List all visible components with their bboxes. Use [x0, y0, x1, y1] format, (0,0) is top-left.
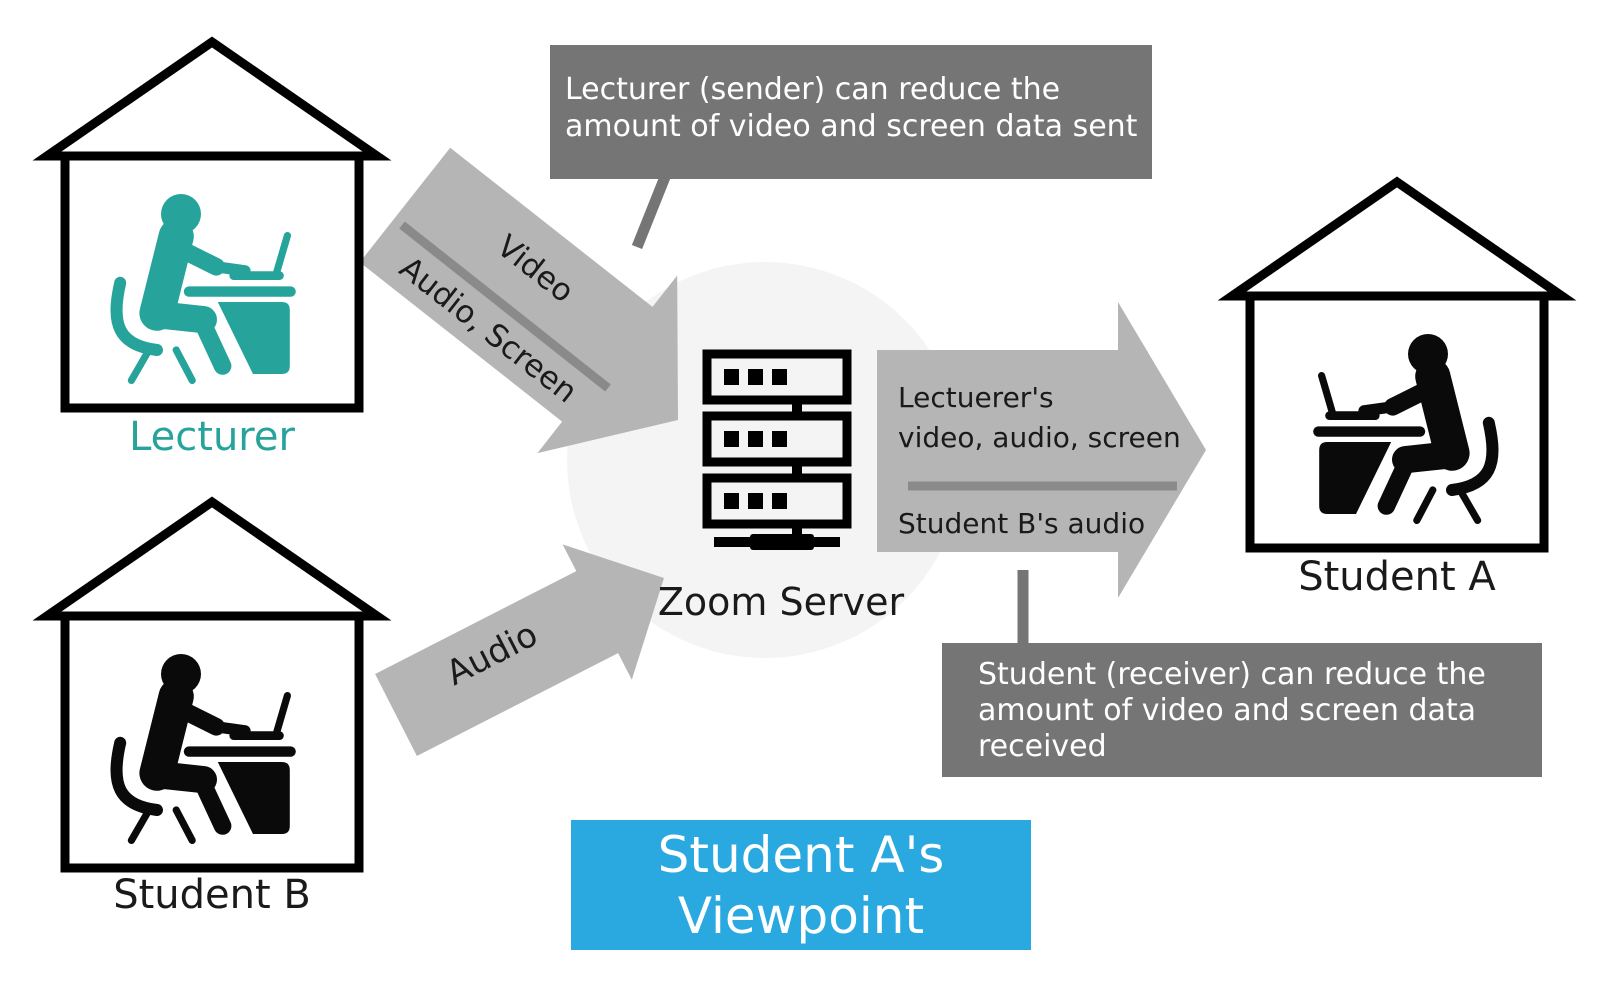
arrow-lecturer-to-server [359, 147, 678, 454]
receiver-callout-line1: Student (receiver) can reduce the [978, 657, 1486, 692]
studentb-label: Student B [113, 872, 311, 918]
sender-callout: Lecturer (sender) can reduce the amount … [550, 45, 1152, 179]
studenta-label: Student A [1298, 554, 1496, 600]
receiver-callout-line3: received [978, 729, 1107, 764]
viewpoint-line2: Viewpoint [677, 887, 925, 945]
zoom-server-label: Zoom Server [657, 580, 905, 624]
sender-callout-line1: Lecturer (sender) can reduce the [565, 72, 1061, 107]
arrow-studentb-to-server [375, 544, 664, 756]
arrow-label-studentb-audio: Student B's audio [898, 507, 1145, 540]
arrow-divider-lecturer [399, 221, 611, 392]
viewpoint-line1: Student A's [657, 826, 945, 884]
callout-connector-top [631, 174, 671, 250]
arrow-label-lecturers-line1: Lectuerer's [898, 381, 1054, 414]
viewpoint-banner: Student A's Viewpoint [571, 820, 1031, 950]
arrow-label-lecturers-line2: video, audio, screen [898, 421, 1181, 454]
lecturer-label: Lecturer [129, 414, 295, 460]
server-icon [702, 349, 852, 550]
sender-callout-line2: amount of video and screen data sent [565, 109, 1138, 144]
receiver-callout: Student (receiver) can reduce the amount… [942, 643, 1542, 777]
receiver-callout-line2: amount of video and screen data [978, 693, 1477, 728]
arrow-server-to-studenta [877, 302, 1206, 598]
